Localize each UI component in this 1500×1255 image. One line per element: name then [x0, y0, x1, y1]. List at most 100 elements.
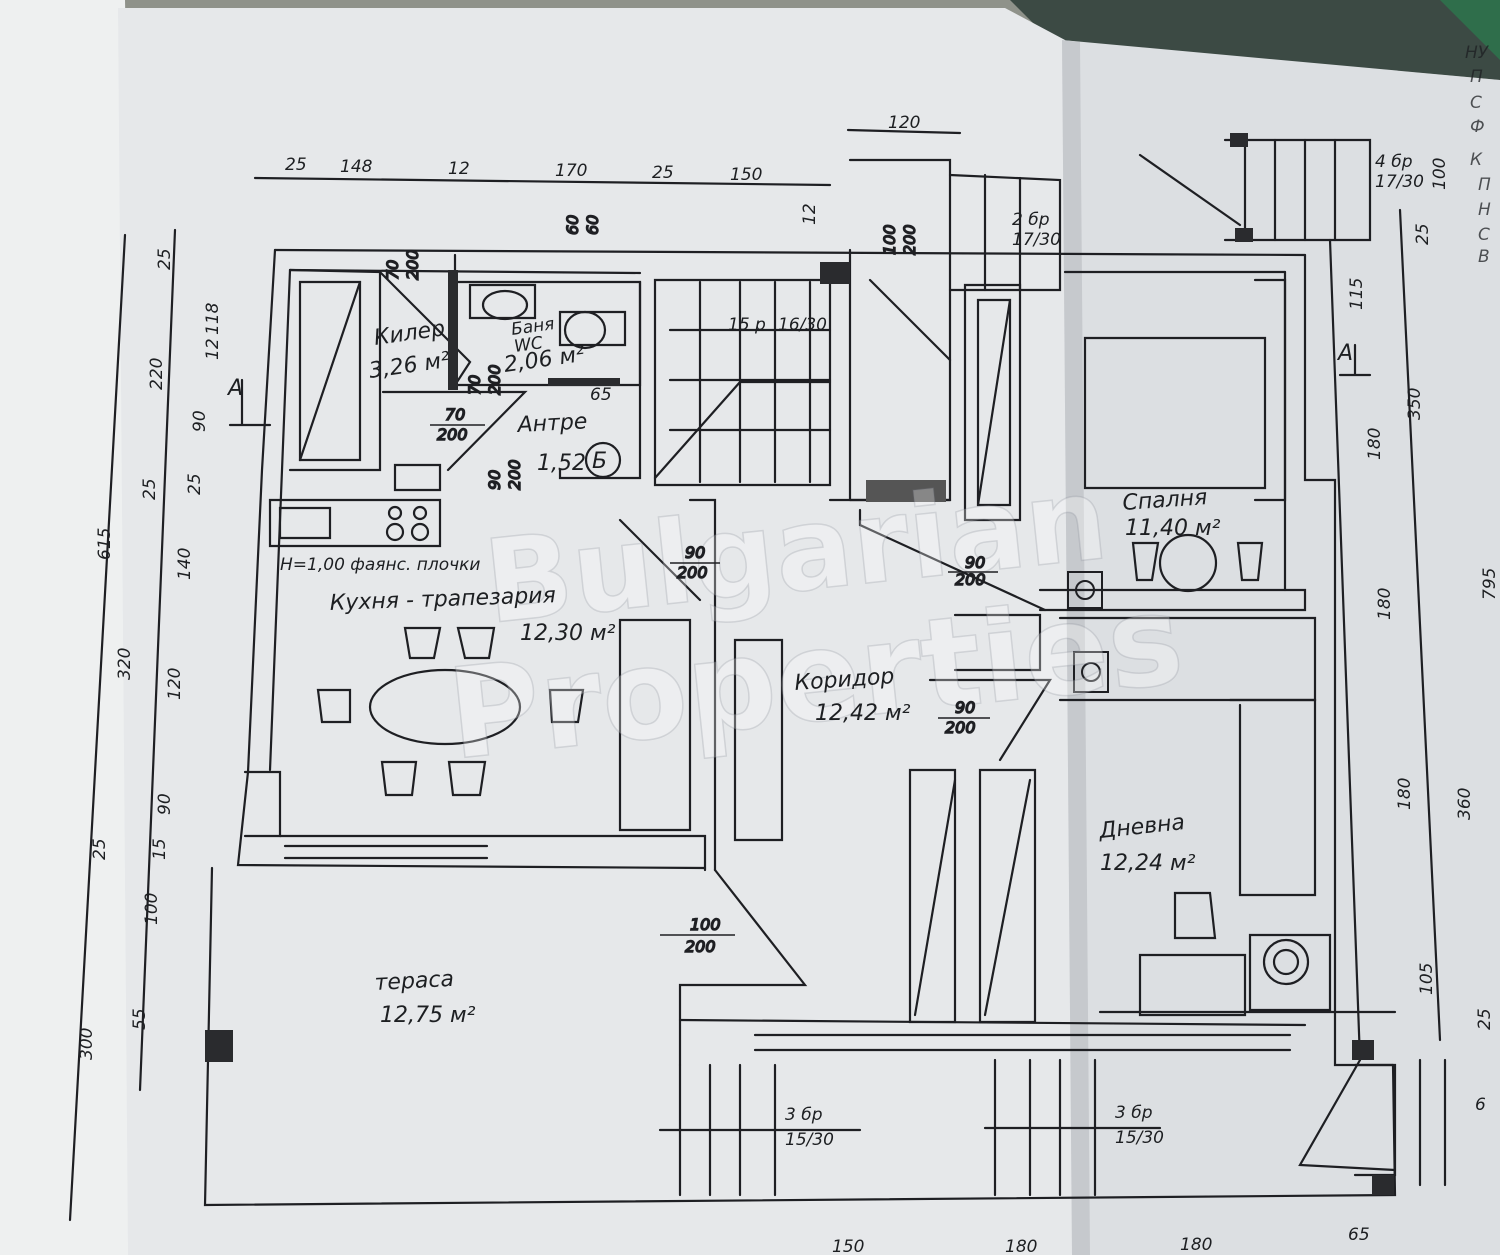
svg-text:148: 148: [340, 157, 373, 177]
svg-text:115: 115: [1347, 278, 1367, 310]
svg-text:П: П: [1478, 175, 1491, 195]
section-mark-left: А: [226, 376, 243, 401]
hatched-columns: [205, 133, 1394, 1195]
svg-text:25: 25: [285, 155, 307, 175]
svg-text:15: 15: [150, 838, 170, 860]
svg-text:90: 90: [485, 470, 504, 490]
svg-text:100: 100: [690, 915, 721, 934]
svg-text:90: 90: [955, 698, 975, 717]
svg-text:140: 140: [175, 548, 195, 580]
stair-step: 17/30: [1012, 230, 1061, 250]
svg-text:90: 90: [155, 793, 175, 815]
right-outer-dimensions: 100 25 350 795 360: [1405, 158, 1500, 820]
stair-step: 16/30: [778, 315, 827, 335]
svg-text:200: 200: [403, 249, 422, 280]
svg-text:90: 90: [190, 410, 210, 432]
svg-text:П: П: [1470, 67, 1483, 87]
svg-text:70: 70: [465, 375, 484, 395]
svg-text:К: К: [1470, 150, 1483, 170]
boiler-mark: Б: [592, 449, 607, 474]
svg-text:25: 25: [155, 248, 175, 270]
svg-text:100: 100: [1430, 158, 1450, 190]
top-dimensions: 25 148 12 170 25 150 120 12: [285, 113, 920, 225]
terrace-area: 12,75 м²: [380, 1003, 476, 1028]
svg-text:120: 120: [165, 668, 185, 700]
svg-text:Н: Н: [1478, 200, 1491, 220]
svg-text:25: 25: [90, 838, 110, 860]
svg-text:200: 200: [437, 425, 468, 444]
stair-count: 15 р: [728, 315, 766, 335]
svg-text:100: 100: [880, 224, 899, 255]
tiles-note: Н=1,00 фаянс. плочки: [280, 555, 480, 575]
svg-text:105: 105: [1417, 963, 1437, 995]
svg-text:С: С: [1478, 225, 1490, 245]
stair-labels: 15 р 16/30 2 бр 17/30 4 бр 17/30 3 бр 15…: [728, 152, 1424, 1150]
stair-count: 2 бр: [1012, 210, 1050, 230]
svg-text:25: 25: [185, 473, 205, 495]
stair-step: 15/30: [1115, 1128, 1164, 1148]
svg-text:Ф: Ф: [1470, 117, 1485, 137]
svg-text:60: 60: [563, 215, 582, 235]
svg-text:200: 200: [677, 563, 708, 582]
svg-text:6: 6: [1475, 1095, 1486, 1115]
svg-text:180: 180: [1365, 428, 1385, 460]
svg-text:118: 118: [203, 302, 223, 335]
antre-area: 1,52: [537, 451, 586, 476]
svg-text:25: 25: [652, 163, 674, 183]
svg-text:С: С: [1470, 93, 1482, 113]
svg-text:25: 25: [1413, 223, 1433, 245]
stair-count: 3 бр: [785, 1105, 823, 1125]
stair-count: 4 бр: [1375, 152, 1413, 172]
svg-text:150: 150: [832, 1237, 864, 1255]
svg-text:12: 12: [800, 203, 820, 225]
left-outer-dimensions: 615 320 25 300: [77, 528, 135, 1060]
svg-text:170: 170: [555, 161, 587, 181]
left-dimensions: 25 118 12 220 90 25 140 120 90 15 100 55…: [130, 248, 223, 1030]
stair-count: 3 бр: [1115, 1103, 1153, 1123]
svg-text:150: 150: [730, 165, 762, 185]
svg-text:200: 200: [505, 459, 524, 490]
left-page: [118, 8, 1078, 1255]
right-page: [1062, 40, 1500, 1255]
side-page-notes: НУ П С Ф К П Н С В: [1465, 43, 1491, 267]
svg-text:25: 25: [140, 478, 160, 500]
living-area: 12,24 м²: [1100, 851, 1196, 876]
svg-text:200: 200: [900, 224, 919, 255]
stair-step: 15/30: [785, 1130, 834, 1150]
misc-dimensions: 65 6: [590, 385, 1486, 1115]
svg-text:360: 360: [1455, 788, 1475, 820]
svg-text:180: 180: [1180, 1235, 1212, 1255]
svg-text:В: В: [1478, 247, 1490, 267]
svg-text:180: 180: [1005, 1237, 1037, 1255]
svg-text:180: 180: [1395, 778, 1415, 810]
svg-text:320: 320: [115, 648, 135, 680]
svg-text:615: 615: [95, 528, 115, 560]
svg-text:12: 12: [203, 338, 223, 360]
svg-text:12: 12: [448, 159, 470, 179]
svg-text:200: 200: [955, 570, 986, 589]
svg-text:220: 220: [147, 358, 167, 390]
svg-text:200: 200: [485, 364, 504, 395]
svg-text:180: 180: [1375, 588, 1395, 620]
terrace-name: тераса: [374, 967, 455, 996]
svg-text:90: 90: [965, 553, 985, 572]
stair-step: 17/30: [1375, 172, 1424, 192]
bedroom-area: 11,40 м²: [1125, 516, 1221, 541]
left-page-edge: [0, 0, 150, 1255]
svg-text:65: 65: [590, 385, 612, 405]
svg-text:200: 200: [685, 937, 716, 956]
svg-text:60: 60: [583, 215, 602, 235]
antre-name: Антре: [515, 409, 588, 438]
svg-text:100: 100: [142, 893, 162, 925]
